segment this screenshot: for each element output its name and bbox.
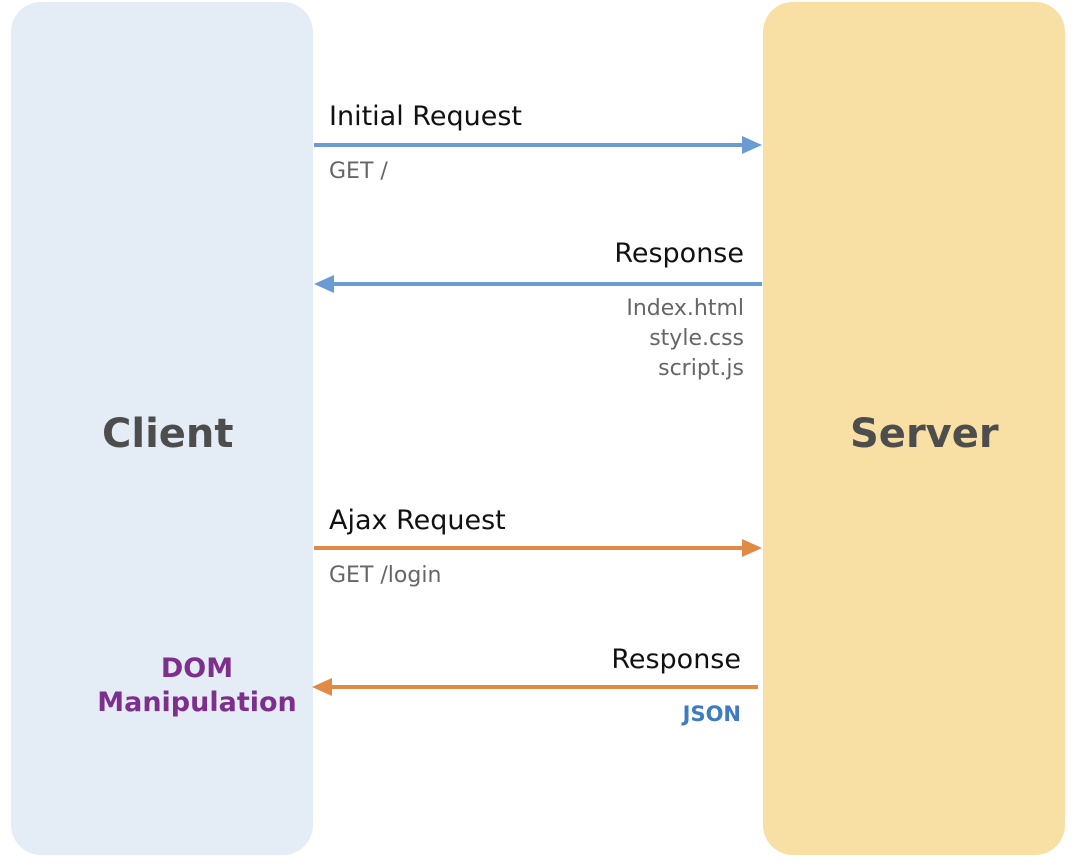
server-panel <box>763 2 1065 855</box>
initial-response-title: Response <box>614 238 744 269</box>
dom-manipulation-label: DOM Manipulation <box>92 652 302 720</box>
client-panel <box>11 2 313 855</box>
server-title: Server <box>850 411 999 457</box>
dom-manipulation-line: Manipulation <box>97 687 297 718</box>
ajax-request-arrow <box>314 539 762 557</box>
response-file: style.css <box>649 326 744 351</box>
initial-request-arrow <box>314 136 762 154</box>
dom-manipulation-line: DOM <box>160 653 234 684</box>
ajax-response-arrow <box>312 678 758 696</box>
ajax-response-format: JSON <box>682 702 741 726</box>
response-file-list: Index.html style.css script.js <box>626 294 744 384</box>
ajax-request-detail: GET /login <box>329 563 442 588</box>
ajax-request-title: Ajax Request <box>329 505 506 536</box>
response-file: Index.html <box>626 296 744 321</box>
response-file: script.js <box>658 356 744 381</box>
initial-response-arrow <box>314 275 762 293</box>
initial-request-title: Initial Request <box>329 101 522 132</box>
ajax-response-title: Response <box>611 644 741 675</box>
initial-request-detail: GET / <box>329 159 388 184</box>
client-title: Client <box>102 411 234 457</box>
